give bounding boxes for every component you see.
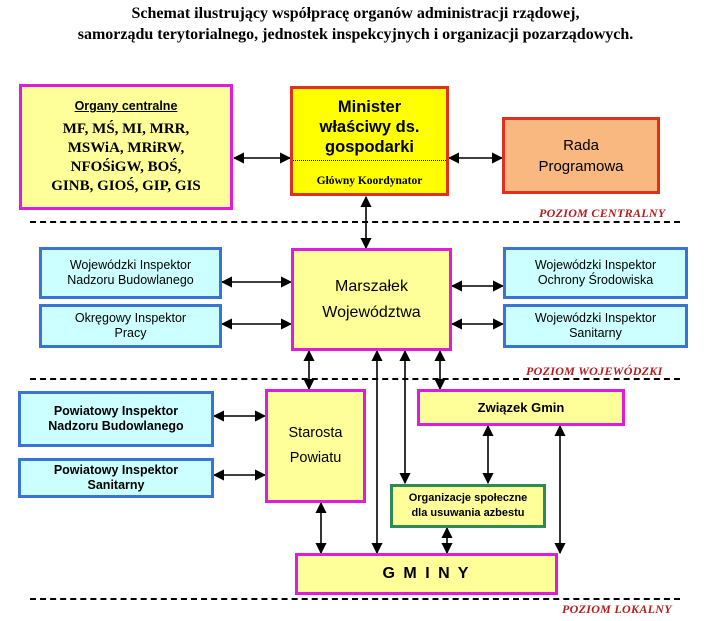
wios-box: Wojewódzki Inspektor Ochrony Środowiska: [503, 247, 688, 299]
marszalek-label: Marszałek Województwa: [322, 277, 421, 321]
pis-box: Powiatowy Inspektor Sanitarny: [18, 458, 214, 498]
pis-label: Powiatowy Inspektor Sanitarny: [53, 463, 179, 492]
winb-box: Wojewódzki Inspektor Nadzoru Budowlanego: [39, 247, 222, 299]
diagram-title: Schemat ilustrujący współpracę organów a…: [0, 3, 711, 45]
minister-label: Minister właściwy ds. gospodarki: [319, 98, 420, 156]
poziom-centralny-label: POZIOM CENTRALNY: [539, 206, 666, 220]
starosta-box: Starosta Powiatu: [265, 389, 366, 503]
zwiazek-gmin-box: Związek Gmin: [417, 389, 625, 426]
oip-box: Okręgowy Inspektor Pracy: [39, 304, 222, 348]
organy-centralne-box: Organy centralne MF, MŚ, MI, MRR, MSWiA,…: [19, 84, 233, 210]
rada-programowa-box: Rada Programowa: [502, 117, 660, 194]
local-separator: [30, 598, 680, 600]
title-line-1: Schemat ilustrujący współpracę organów a…: [131, 5, 580, 22]
gminy-label: G M I N Y: [382, 565, 471, 582]
oip-label: Okręgowy Inspektor Pracy: [74, 311, 187, 340]
organy-centralne-heading: Organy centralne: [74, 99, 178, 113]
gminy-box: G M I N Y: [295, 553, 558, 595]
rada-programowa-label: Rada Programowa: [538, 136, 624, 175]
poziom-wojewodzki-label: POZIOM WOJEWÓDZKI: [526, 364, 663, 378]
minister-box: Minister właściwy ds. gospodarki Główny …: [290, 86, 449, 196]
minister-divider: [293, 160, 446, 161]
zwiazek-gmin-label: Związek Gmin: [477, 400, 565, 415]
organy-centralne-list: MF, MŚ, MI, MRR, MSWiA, MRiRW, NFOŚiGW, …: [51, 121, 201, 194]
wis-box: Wojewódzki Inspektor Sanitarny: [503, 304, 688, 348]
wios-label: Wojewódzki Inspektor Ochrony Środowiska: [534, 258, 657, 287]
poziom-lokalny-label: POZIOM LOKALNY: [562, 602, 672, 616]
organizacje-spoleczne-box: Organizacje społeczne dla usuwania azbes…: [390, 484, 546, 528]
central-separator: [30, 221, 680, 223]
winb-label: Wojewódzki Inspektor Nadzoru Budowlanego: [67, 258, 194, 287]
marszalek-box: Marszałek Województwa: [291, 248, 452, 351]
pinb-label: Powiatowy Inspektor Nadzoru Budowlanego: [48, 404, 184, 433]
wis-label: Wojewódzki Inspektor Sanitarny: [534, 311, 657, 340]
glowny-koordynator-label: Główny Koordynator: [316, 175, 423, 187]
organizacje-spoleczne-label: Organizacje społeczne dla usuwania azbes…: [408, 492, 528, 519]
pinb-box: Powiatowy Inspektor Nadzoru Budowlanego: [18, 391, 214, 447]
title-line-2: samorządu terytorialnego, jednostek insp…: [77, 26, 634, 43]
voivodeship-separator: [30, 378, 680, 380]
starosta-label: Starosta Powiatu: [288, 425, 343, 466]
